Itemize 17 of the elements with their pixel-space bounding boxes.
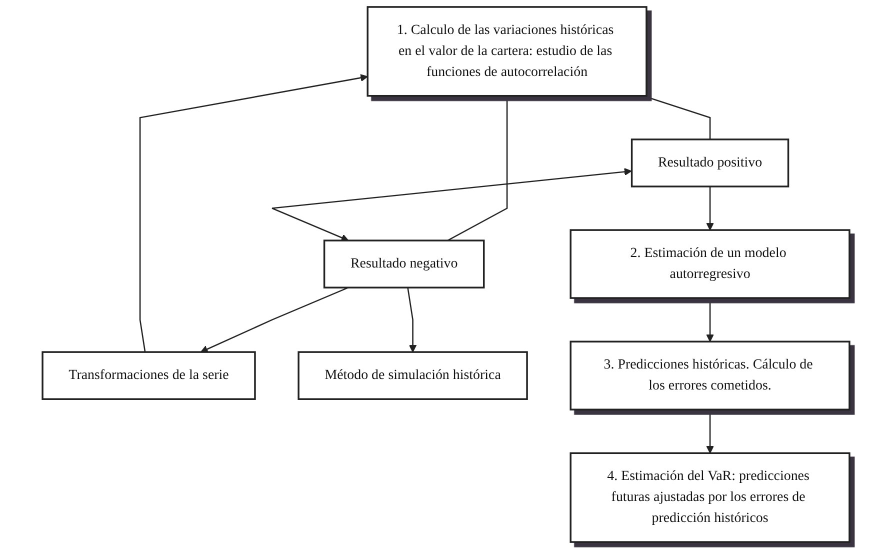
- arrow: [200, 286, 349, 353]
- node-box: Método de simulación histórica: [298, 351, 528, 400]
- connector: [643, 95, 711, 140]
- arrow: [706, 298, 714, 342]
- node-box: Transformaciones de la serie: [42, 351, 256, 400]
- arrow: [139, 74, 368, 352]
- node-box: 3. Predicciones históricas. Cálculo de los errores cometidos.: [570, 340, 850, 410]
- node-box: 4. Estimación del VaR: predicciones futuras ajustadas por los errores de predicción históricos: [570, 452, 850, 543]
- node-box: Resultado negativo: [323, 240, 485, 288]
- connector: [447, 96, 508, 242]
- node-box: 1. Calculo de las variaciones históricas en el valor de la cartera: estudio de las funciones de autocorrelación: [366, 6, 648, 97]
- node-box: Resultado positivo: [630, 138, 790, 188]
- arrow: [706, 410, 714, 454]
- arrow: [407, 287, 417, 352]
- arrow: [271, 168, 632, 242]
- node-box: 2. Estimación de un modelo autorregresivo: [570, 229, 850, 299]
- arrow: [706, 186, 714, 230]
